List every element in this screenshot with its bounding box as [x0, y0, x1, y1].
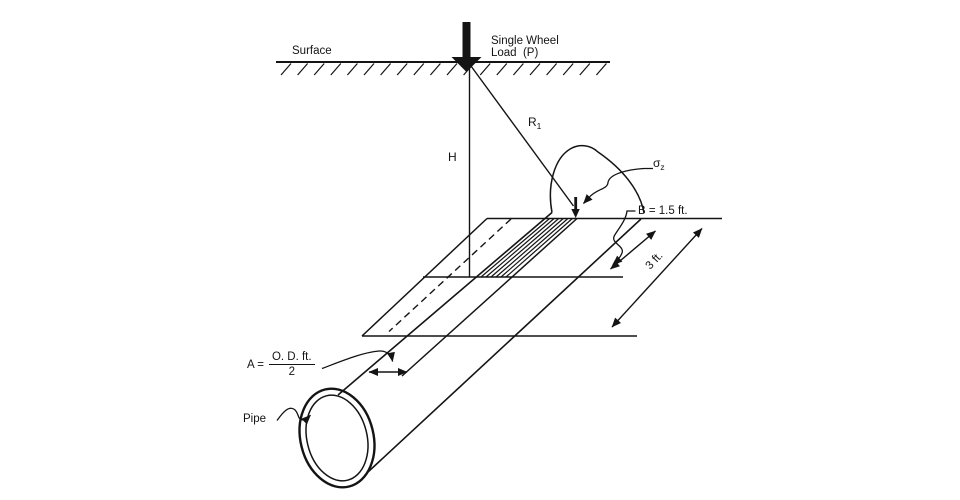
- pipe-end-rings: [298, 387, 376, 489]
- width-dimension-label: B = 1.5 ft.: [638, 204, 688, 217]
- pipe-label: Pipe: [243, 413, 267, 425]
- slant-distance-label: R1: [528, 115, 542, 131]
- a-dimension-label: A = O. D. ft. 2: [247, 351, 315, 378]
- ground-hatching: [280, 63, 607, 76]
- wheel-load-label-line1: Single Wheel: [491, 35, 559, 47]
- crown-plane-lines: [361, 217, 722, 377]
- stress-label-leader: [583, 167, 653, 204]
- stress-point-arrow: [571, 197, 580, 218]
- length-dimension-arrow: [611, 228, 703, 328]
- a-label-leader: [321, 350, 395, 370]
- vertical-stress-label: σz: [653, 155, 665, 172]
- loaded-area-hatching: [480, 218, 573, 278]
- depth-label: H: [448, 150, 457, 164]
- pipe-bottom-silhouette: [367, 218, 642, 473]
- pipe-body: [298, 144, 645, 489]
- pipe-centerline-dashed: [388, 218, 512, 333]
- wheel-load-arrow: [451, 22, 482, 72]
- surface-label: Surface: [292, 45, 332, 57]
- pipe-top-silhouette: [337, 211, 553, 396]
- pipe-far-end-cap: [549, 144, 645, 214]
- pipe-label-leader: [276, 407, 311, 425]
- wheel-load-label-line2: Load (P): [491, 46, 539, 59]
- a-fraction: O. D. ft. 2: [268, 351, 315, 378]
- slant-line-R1: [468, 63, 575, 207]
- dimension-arrows: [368, 228, 703, 376]
